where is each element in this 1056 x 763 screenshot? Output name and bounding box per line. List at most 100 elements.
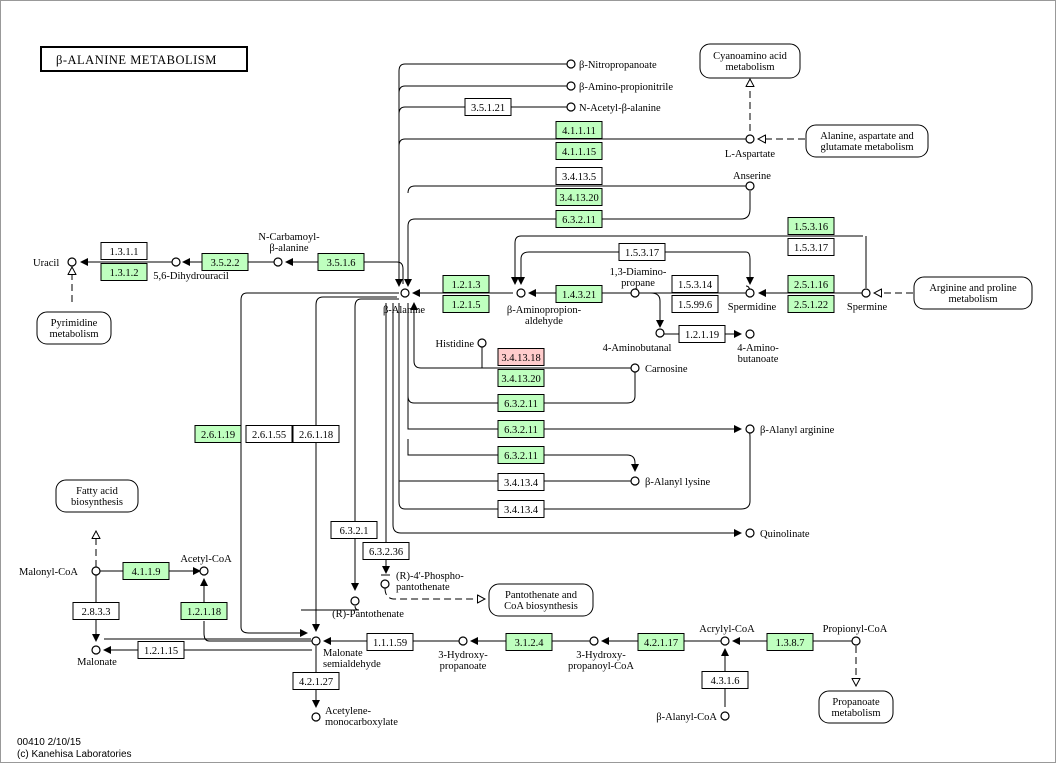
- compound-circle[interactable]: [566, 59, 576, 69]
- compound-circle[interactable]: [745, 528, 755, 538]
- enzyme-6-3-2-11[interactable]: 6.3.2.11: [497, 446, 545, 464]
- compound-circle[interactable]: [516, 288, 526, 298]
- enzyme-1-2-1-15[interactable]: 1.2.1.15: [137, 641, 185, 659]
- compound-circle[interactable]: [861, 288, 871, 298]
- enzyme-6-3-2-11[interactable]: 6.3.2.11: [555, 210, 603, 228]
- enzyme-3-5-1-6[interactable]: 3.5.1.6: [317, 253, 365, 271]
- compound-circle[interactable]: [311, 636, 321, 646]
- enzyme-4-3-1-6[interactable]: 4.3.1.6: [701, 671, 749, 689]
- enzyme-6-3-2-11[interactable]: 6.3.2.11: [497, 420, 545, 438]
- enzyme-3-1-2-4[interactable]: 3.1.2.4: [505, 633, 553, 651]
- compound-node[interactable]: β-Alanyl-CoA: [656, 711, 730, 723]
- compound-circle[interactable]: [589, 636, 599, 646]
- compound-circle[interactable]: [630, 288, 640, 298]
- compound-circle[interactable]: [458, 636, 468, 646]
- compound-circle[interactable]: [566, 81, 576, 91]
- compound-node[interactable]: 4-Amino-butanoate: [737, 329, 779, 365]
- compound-node[interactable]: β-Alanine: [383, 288, 425, 316]
- enzyme-3-4-13-4[interactable]: 3.4.13.4: [497, 473, 545, 491]
- compound-circle[interactable]: [630, 363, 640, 373]
- enzyme-4-2-1-17[interactable]: 4.2.1.17: [637, 633, 685, 651]
- enzyme-3-4-13-4[interactable]: 3.4.13.4: [497, 500, 545, 518]
- compound-circle[interactable]: [311, 712, 321, 722]
- enzyme-4-1-1-15[interactable]: 4.1.1.15: [555, 142, 603, 160]
- enzyme-1-2-1-18[interactable]: 1.2.1.18: [180, 602, 228, 620]
- compound-circle[interactable]: [380, 579, 390, 589]
- compound-node[interactable]: Acetyl-CoA: [180, 554, 232, 576]
- enzyme-1-1-1-59[interactable]: 1.1.1.59: [366, 633, 414, 651]
- enzyme-3-5-2-2[interactable]: 3.5.2.2: [201, 253, 249, 271]
- compound-node[interactable]: Acrylyl-CoA: [699, 624, 755, 646]
- compound-circle[interactable]: [400, 288, 410, 298]
- compound-circle[interactable]: [630, 476, 640, 486]
- enzyme-2-6-1-18[interactable]: 2.6.1.18: [292, 425, 340, 443]
- enzyme-3-4-13-20[interactable]: 3.4.13.20: [555, 188, 603, 206]
- enzyme-2-8-3-3[interactable]: 2.8.3.3: [72, 602, 120, 620]
- enzyme-1-3-1-2[interactable]: 1.3.1.2: [100, 263, 148, 281]
- compound-node[interactable]: Malonyl-CoA: [19, 566, 101, 578]
- enzyme-1-5-3-17[interactable]: 1.5.3.17: [787, 238, 835, 256]
- compound-node[interactable]: β-Alanyl arginine: [745, 424, 835, 436]
- enzyme-2-6-1-55[interactable]: 2.6.1.55: [245, 425, 293, 443]
- compound-node[interactable]: N-Carbamoyl-β-alanine: [258, 232, 320, 267]
- compound-node[interactable]: 3-Hydroxy-propanoate: [438, 636, 488, 672]
- compound-circle[interactable]: [745, 424, 755, 434]
- enzyme-4-2-1-27[interactable]: 4.2.1.27: [292, 672, 340, 690]
- enzyme-1-5-3-17[interactable]: 1.5.3.17: [618, 243, 666, 261]
- compound-node[interactable]: N-Acetyl-β-alanine: [566, 102, 661, 114]
- compound-node[interactable]: 1,3-Diamino-propane: [610, 267, 667, 298]
- enzyme-1-2-1-19[interactable]: 1.2.1.19: [678, 325, 726, 343]
- compound-node[interactable]: Spermine: [847, 288, 888, 313]
- compound-circle[interactable]: [91, 566, 101, 576]
- compound-node[interactable]: β-Amino-propionitrile: [566, 81, 673, 93]
- enzyme-1-5-3-16[interactable]: 1.5.3.16: [787, 217, 835, 235]
- enzyme-1-2-1-5[interactable]: 1.2.1.5: [442, 295, 490, 313]
- compound-circle[interactable]: [67, 257, 77, 267]
- enzyme-1-3-1-1[interactable]: 1.3.1.1: [100, 242, 148, 260]
- compound-node[interactable]: Uracil: [33, 257, 77, 269]
- enzyme-4-1-1-9[interactable]: 4.1.1.9: [122, 562, 170, 580]
- compound-node[interactable]: Acetylene-monocarboxylate: [311, 706, 398, 728]
- compound-node[interactable]: 5,6-Dihydrouracil: [153, 257, 229, 282]
- enzyme-3-4-13-5[interactable]: 3.4.13.5: [555, 167, 603, 185]
- compound-node[interactable]: Malonate: [77, 645, 117, 668]
- enzyme-1-5-99-6[interactable]: 1.5.99.6: [671, 295, 719, 313]
- compound-node[interactable]: Propionyl-CoA: [823, 624, 888, 646]
- compound-circle[interactable]: [720, 711, 730, 721]
- compound-circle[interactable]: [566, 102, 576, 112]
- enzyme-4-1-1-11[interactable]: 4.1.1.11: [555, 121, 603, 139]
- compound-circle[interactable]: [655, 328, 665, 338]
- compound-node[interactable]: 3-Hydroxy-propanoyl-CoA: [568, 636, 634, 672]
- compound-circle[interactable]: [350, 596, 360, 606]
- enzyme-1-3-8-7[interactable]: 1.3.8.7: [766, 633, 814, 651]
- compound-circle[interactable]: [745, 134, 755, 144]
- compound-circle[interactable]: [745, 181, 755, 191]
- enzyme-3-4-13-18[interactable]: 3.4.13.18: [497, 348, 545, 366]
- compound-node[interactable]: 4-Aminobutanal: [603, 328, 672, 354]
- compound-node[interactable]: Anserine: [733, 171, 771, 191]
- compound-circle[interactable]: [199, 566, 209, 576]
- enzyme-6-3-2-36[interactable]: 6.3.2.36: [362, 542, 410, 560]
- enzyme-2-5-1-16[interactable]: 2.5.1.16: [787, 275, 835, 293]
- compound-node[interactable]: β-Aminopropion-aldehyde: [507, 288, 582, 327]
- enzyme-3-4-13-20[interactable]: 3.4.13.20: [497, 369, 545, 387]
- enzyme-6-3-2-1[interactable]: 6.3.2.1: [330, 521, 378, 539]
- compound-circle[interactable]: [171, 257, 181, 267]
- compound-circle[interactable]: [273, 257, 283, 267]
- compound-node[interactable]: L-Aspartate: [725, 134, 775, 160]
- compound-circle[interactable]: [477, 338, 487, 348]
- enzyme-2-5-1-22[interactable]: 2.5.1.22: [787, 295, 835, 313]
- enzyme-1-2-1-3[interactable]: 1.2.1.3: [442, 275, 490, 293]
- compound-node[interactable]: Histidine: [436, 338, 487, 350]
- compound-circle[interactable]: [851, 636, 861, 646]
- enzyme-3-5-1-21[interactable]: 3.5.1.21: [464, 98, 512, 116]
- compound-node[interactable]: Quinolinate: [745, 528, 810, 540]
- compound-node[interactable]: Spermidine: [728, 288, 777, 313]
